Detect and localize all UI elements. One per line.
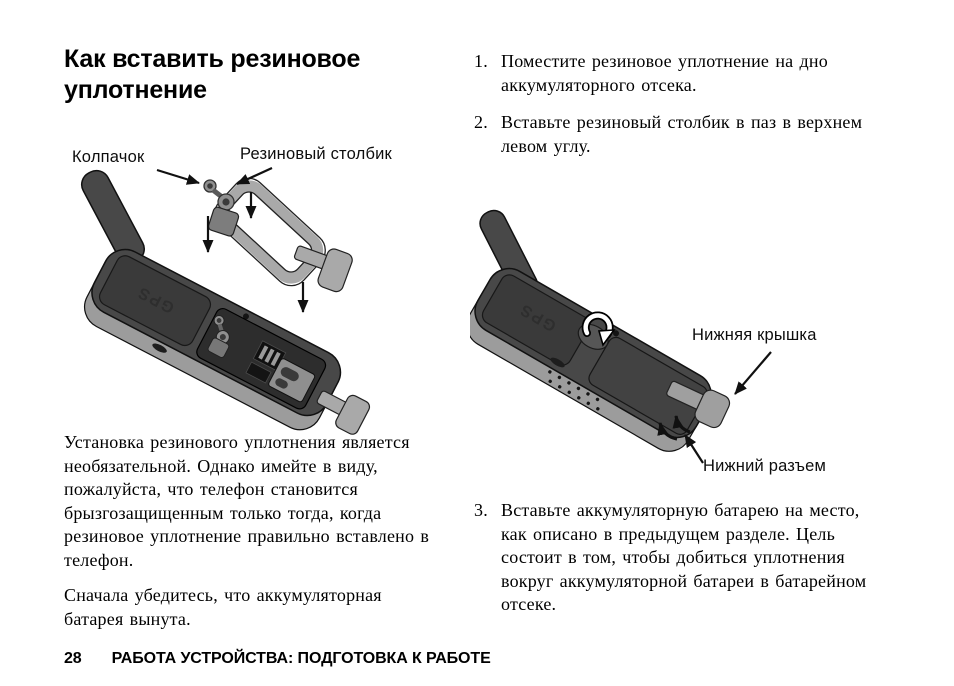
phone-seal-tab	[316, 390, 371, 435]
side-notch	[550, 357, 565, 368]
rotation-arrow	[581, 311, 616, 347]
label-rubber-post: Резиновый столбик	[240, 145, 392, 163]
connector-label-arrow	[684, 434, 704, 464]
paragraph-battery-removed: Сначала убедитесь, что аккумуляторная ба…	[64, 585, 382, 629]
grip-dots	[548, 370, 600, 411]
step-3-number: 3.	[474, 500, 488, 520]
page-title: Как вставить резиновое уплотнение	[64, 45, 361, 104]
step-3: 3. Вставьте аккумуляторную батарею на ме…	[474, 499, 878, 617]
paragraph-seal-optional: Установка резинового уплотнения является…	[64, 432, 430, 570]
body-text: Установка резинового уплотнения является…	[64, 431, 440, 631]
figure-bottom-cover: GPS	[470, 186, 894, 496]
flip-arrow-2	[672, 415, 691, 434]
bottom-cover-illustration: GPS	[470, 209, 772, 464]
step-2-text: Вставьте резиновый столбик в паз в верхн…	[501, 112, 863, 156]
label-bottom-cover: Нижняя крышка	[692, 326, 817, 344]
insert-seal-illustration: GPS	[80, 166, 371, 435]
post-label-arrow	[236, 166, 273, 186]
cap-label-arrow	[156, 168, 200, 185]
bottom-cover-flap	[666, 380, 731, 429]
step-3-text: Вставьте аккумуляторную батарею на место…	[501, 500, 867, 614]
phone-body: GPS	[470, 267, 712, 452]
cap	[203, 179, 217, 193]
step-1-number: 1.	[474, 51, 488, 71]
steps-list-continued: 3. Вставьте аккумуляторную батарею на ме…	[474, 499, 878, 617]
flip-arrow-1	[657, 422, 678, 441]
phone-body: GPS	[83, 248, 371, 435]
label-cap: Колпачок	[72, 148, 145, 166]
screw-dot	[242, 313, 249, 320]
label-bottom-connector: Нижний разъем	[703, 457, 827, 475]
seal-frame-tab	[293, 245, 353, 293]
battery-compartment	[196, 307, 327, 410]
step-1: 1. Поместите резиновое уплотнение на дно…	[474, 50, 876, 97]
footer-section-title: РАБОТА УСТРОЙСТВА: ПОДГОТОВКА К РАБОТЕ	[111, 650, 491, 667]
figure-insert-seal: GPS	[58, 140, 463, 440]
page-footer: 28 РАБОТА УСТРОЙСТВА: ПОДГОТОВКА К РАБОТ…	[64, 650, 491, 668]
screw-dot	[613, 330, 620, 337]
cover-label-arrow	[734, 351, 772, 395]
step-2-number: 2.	[474, 112, 488, 132]
side-notch	[152, 343, 167, 353]
step-2: 2. Вставьте резиновый столбик в паз в ве…	[474, 111, 876, 158]
steps-list: 1. Поместите резиновое уплотнение на дно…	[474, 50, 876, 172]
step-1-text: Поместите резиновое уплотнение на дно ак…	[501, 51, 828, 95]
page-number: 28	[64, 650, 82, 667]
rubber-post	[207, 193, 240, 237]
